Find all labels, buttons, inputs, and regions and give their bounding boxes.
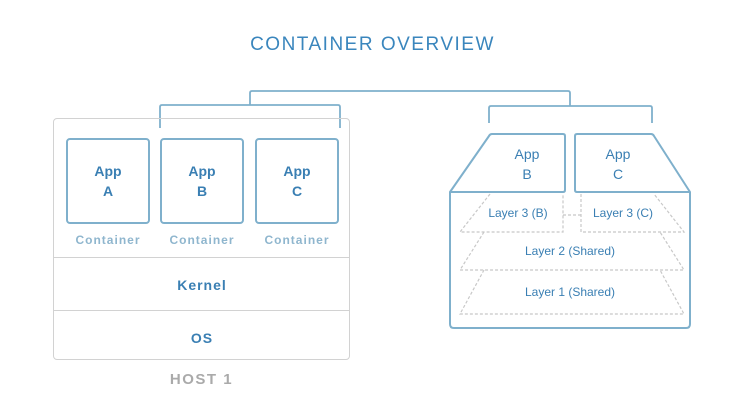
layer1-shared: Layer 1 (Shared) bbox=[524, 285, 616, 299]
host-box bbox=[53, 118, 350, 360]
app-b-container[interactable]: App B bbox=[160, 138, 244, 224]
stack-app-c-line2: C bbox=[612, 166, 624, 182]
stack-app-b-line2: B bbox=[522, 166, 532, 182]
app-a-line1: App bbox=[94, 163, 122, 179]
os-divider bbox=[54, 310, 350, 311]
app-c-container[interactable]: App C bbox=[255, 138, 339, 224]
host-label: HOST 1 bbox=[169, 371, 234, 388]
stack-app-b-line1: App bbox=[514, 146, 540, 162]
app-a-line2: A bbox=[102, 183, 114, 199]
stack-app-c-line1: App bbox=[605, 146, 631, 162]
layer3-c: Layer 3 (C) bbox=[592, 206, 654, 220]
layer3-b: Layer 3 (B) bbox=[488, 206, 548, 220]
kernel-label: Kernel bbox=[177, 277, 227, 293]
app-b-line2: B bbox=[196, 183, 208, 199]
stack-app-c[interactable]: App C bbox=[580, 144, 656, 184]
stack-app-b[interactable]: App B bbox=[489, 144, 565, 184]
container-label-c: Container bbox=[264, 233, 330, 247]
layer2-shared: Layer 2 (Shared) bbox=[524, 244, 616, 258]
app-a-container[interactable]: App A bbox=[66, 138, 150, 224]
diagram-title: CONTAINER OVERVIEW bbox=[250, 34, 495, 55]
container-label-a: Container bbox=[75, 233, 141, 247]
app-b-line1: App bbox=[188, 163, 216, 179]
app-c-line2: C bbox=[291, 183, 303, 199]
kernel-divider bbox=[54, 257, 350, 258]
os-label: OS bbox=[190, 330, 214, 346]
app-c-line1: App bbox=[283, 163, 311, 179]
container-label-b: Container bbox=[169, 233, 235, 247]
